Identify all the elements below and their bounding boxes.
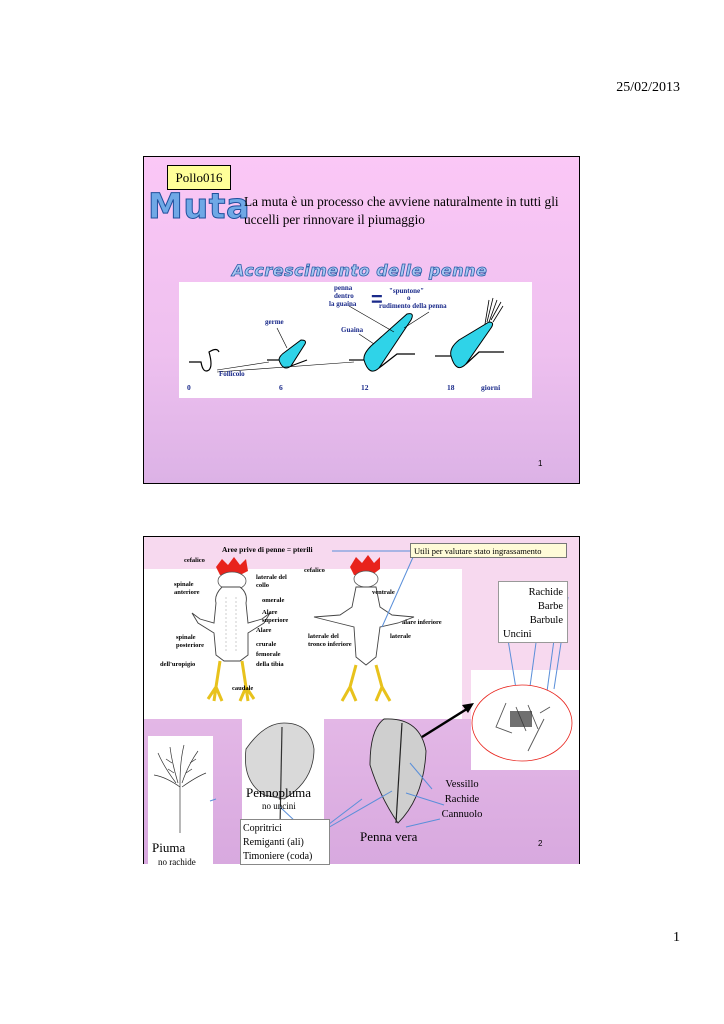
back-label-omerale: omerale: [262, 597, 285, 604]
label-follicolo: Follicolo: [219, 370, 245, 378]
feather-growth-diagram: germe penna dentro la guaina = "spuntone…: [179, 282, 532, 398]
slide-1: Pollo016 Muta La muta è un processo che …: [143, 156, 580, 484]
label-guaina: Guaina: [341, 326, 364, 334]
slide-2: Aree prive di penne = pterili Utili per …: [143, 536, 580, 867]
growth-subtitle: Accrescimento delle penne: [232, 261, 488, 281]
label-o: o: [407, 294, 411, 302]
front-label-laterale-tronco: laterale del tronco inferiore: [308, 633, 352, 648]
day-0: 0: [187, 383, 191, 392]
pterili-title: Aree prive di penne = pterili: [222, 545, 313, 554]
day-12: 12: [361, 383, 369, 392]
pennopluma-label: Pennopluma: [246, 785, 311, 800]
type-copritrici: Copritrici: [243, 823, 282, 834]
label-spuntone: "spuntone": [389, 287, 424, 295]
part-rachide-2: Rachide: [444, 794, 480, 805]
part-rachide: Rachide: [528, 587, 563, 598]
label-penna: penna: [334, 284, 353, 292]
day-18: 18: [447, 383, 455, 392]
back-label-alare: Alare: [256, 627, 272, 634]
piuma-sub-label: no rachide: [158, 857, 196, 867]
page-number: 1: [673, 930, 680, 945]
front-label-laterale: laterale: [390, 633, 411, 640]
feather-types-box: Copritrici Remiganti (ali) Timoniere (co…: [240, 819, 330, 865]
back-label-alare-superiore: Alare superiore: [262, 609, 289, 624]
front-label-cefalico: cefalico: [304, 567, 325, 574]
back-label-crurale: crurale: [256, 641, 277, 648]
penna-vera-label: Penna vera: [360, 829, 418, 844]
back-label-tibia: della tibia: [256, 661, 284, 668]
pollo-badge: Pollo016: [167, 165, 231, 190]
slide-2-number: 2: [538, 839, 543, 848]
pennopluma-sub-label: no uncini: [262, 801, 296, 811]
type-remiganti: Remiganti (ali): [243, 837, 304, 848]
follicle-0-shape: [189, 348, 220, 372]
back-label-spinale-posteriore: spinale posteriore: [176, 634, 205, 649]
feather-tip-shape: [484, 297, 504, 325]
header-date: 25/02/2013: [616, 80, 680, 95]
label-guaina-in: la guaina: [329, 300, 357, 308]
part-barbule: Barbule: [529, 615, 563, 626]
label-equals: =: [371, 289, 383, 311]
intro-text: La muta è un processo che avviene natura…: [244, 194, 559, 227]
back-label-caudale: caudale: [232, 685, 254, 692]
back-label-laterale-collo: laterale del collo: [256, 574, 287, 589]
back-label-spinale-anteriore: spinale anteriore: [174, 581, 200, 596]
back-label-femorale: femorale: [256, 651, 281, 658]
days-unit: giorni: [481, 383, 500, 392]
front-label-ventrale: ventrale: [372, 589, 395, 596]
feather-18-shape: [450, 321, 494, 369]
front-label-alare-inferiore: alare inferiore: [402, 619, 442, 626]
part-vessillo: Vessillo: [445, 779, 479, 790]
label-germe: germe: [265, 318, 284, 326]
piuma-label: Piuma: [152, 840, 186, 855]
sheath-12-shape: [363, 313, 413, 372]
chicken-back-figure: [191, 557, 271, 702]
part-uncini: Uncini: [503, 629, 532, 640]
pennopluma-feather-shape: [245, 722, 315, 828]
piuma-feather-shape: [153, 744, 207, 833]
part-cannuolo: Cannuolo: [441, 809, 483, 820]
muta-title: Muta: [147, 187, 251, 228]
back-label-uropigio: dell'uropigio: [160, 661, 196, 668]
label-dentro: dentro: [334, 292, 354, 300]
penna-vera-parts: Vessillo Rachide Cannuolo: [438, 777, 486, 822]
back-label-cefalico: cefalico: [184, 557, 205, 564]
type-timoniere: Timoniere (coda): [243, 851, 313, 862]
ingrassamento-annotation: Utili per valutare stato ingrassamento: [410, 543, 567, 558]
chicken-front-figure: [313, 555, 415, 702]
chicken-pterylae-diagram: [153, 550, 573, 838]
label-rudimento: rudimento della penna: [379, 302, 447, 310]
germ-6-shape: [278, 339, 306, 369]
penna-vera-feather-shape: [369, 718, 427, 824]
day-6: 6: [279, 383, 283, 392]
part-barbe: Barbe: [537, 601, 563, 612]
slide-1-number: 1: [538, 459, 543, 468]
feather-parts-box: Rachide Barbe Barbule Uncini: [498, 581, 568, 643]
